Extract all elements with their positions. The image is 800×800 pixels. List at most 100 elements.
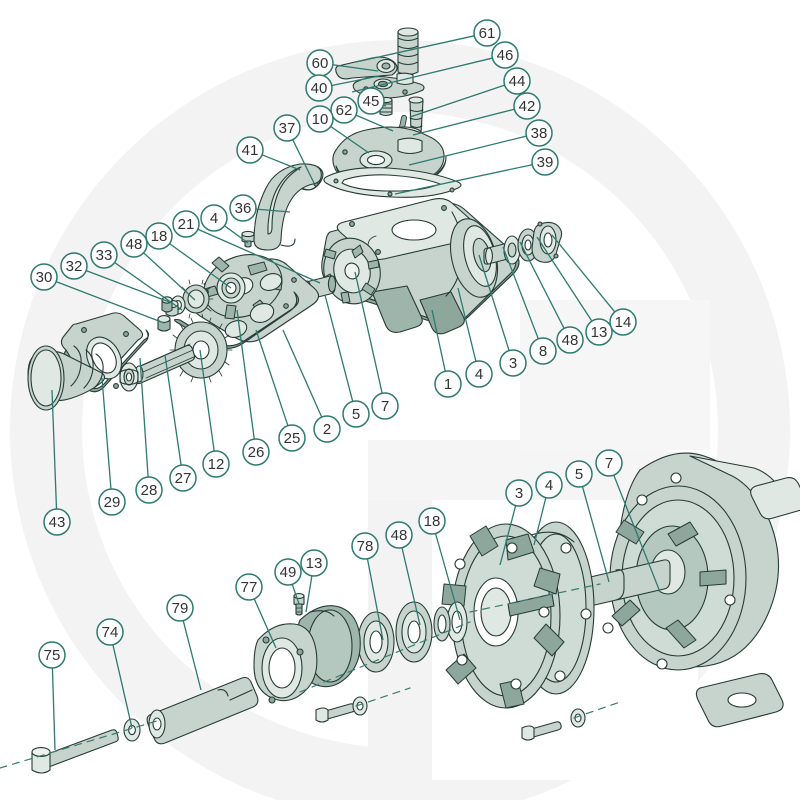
callout-circle[interactable] xyxy=(242,438,270,466)
callout-circle[interactable] xyxy=(43,508,71,536)
callout-circle[interactable] xyxy=(313,415,341,443)
callout-39[interactable]: 39 xyxy=(394,148,559,195)
callout-circle[interactable] xyxy=(503,67,531,95)
callout-circle[interactable] xyxy=(529,337,557,365)
callout-8[interactable]: 8 xyxy=(502,246,557,365)
callout-30[interactable]: 30 xyxy=(30,263,165,324)
callout-10[interactable]: 10 xyxy=(306,105,370,154)
callout-circle[interactable] xyxy=(30,263,58,291)
callout-circle[interactable] xyxy=(300,549,328,577)
callout-18[interactable]: 18 xyxy=(145,222,232,289)
callout-circle[interactable] xyxy=(595,449,623,477)
callout-42[interactable]: 42 xyxy=(412,92,541,136)
callout-circle[interactable] xyxy=(90,241,118,269)
callout-circle[interactable] xyxy=(385,521,413,549)
callout-61[interactable]: 61 xyxy=(355,19,501,63)
callout-circle[interactable] xyxy=(535,471,563,499)
callout-circle[interactable] xyxy=(609,308,637,336)
callout-46[interactable]: 46 xyxy=(351,41,519,93)
callout-circle[interactable] xyxy=(274,558,302,586)
callout-circle[interactable] xyxy=(96,618,124,646)
callout-12[interactable]: 12 xyxy=(199,349,230,478)
callout-circle[interactable] xyxy=(418,507,446,535)
callout-29[interactable]: 29 xyxy=(98,377,126,516)
callout-circle[interactable] xyxy=(169,464,197,492)
callout-43[interactable]: 43 xyxy=(43,389,71,536)
callout-1[interactable]: 1 xyxy=(431,309,462,398)
callout-7[interactable]: 7 xyxy=(595,449,661,593)
callout-circle[interactable] xyxy=(513,92,541,120)
callout-21[interactable]: 21 xyxy=(172,210,321,284)
callout-2[interactable]: 2 xyxy=(282,329,341,443)
callout-circle[interactable] xyxy=(135,476,163,504)
callout-78[interactable]: 78 xyxy=(351,532,384,641)
callout-37[interactable]: 37 xyxy=(273,114,315,184)
callout-44[interactable]: 44 xyxy=(409,67,531,118)
callout-circle[interactable] xyxy=(357,87,385,115)
callout-circle[interactable] xyxy=(531,148,559,176)
callout-4[interactable]: 4 xyxy=(533,471,563,546)
callout-18[interactable]: 18 xyxy=(418,507,461,621)
callout-circle[interactable] xyxy=(229,194,257,222)
callout-circle[interactable] xyxy=(465,360,493,388)
callout-60[interactable]: 60 xyxy=(306,49,379,77)
callout-circle[interactable] xyxy=(38,641,66,669)
callout-79[interactable]: 79 xyxy=(166,594,202,691)
callout-circle[interactable] xyxy=(330,96,358,124)
callout-3[interactable]: 3 xyxy=(499,479,533,566)
callout-25[interactable]: 25 xyxy=(255,329,306,452)
callout-circle[interactable] xyxy=(273,114,301,142)
callout-48[interactable]: 48 xyxy=(385,521,421,626)
callout-28[interactable]: 28 xyxy=(135,357,163,504)
callout-5[interactable]: 5 xyxy=(324,294,370,428)
callout-4[interactable]: 4 xyxy=(200,204,249,244)
callout-3[interactable]: 3 xyxy=(478,254,527,377)
callout-5[interactable]: 5 xyxy=(565,460,610,583)
callout-circle[interactable] xyxy=(491,41,519,69)
callout-32[interactable]: 32 xyxy=(60,252,173,304)
callout-4[interactable]: 4 xyxy=(457,287,493,388)
callout-circle[interactable] xyxy=(200,204,228,232)
callout-circle[interactable] xyxy=(351,532,379,560)
callout-circle[interactable] xyxy=(60,252,88,280)
callout-circle[interactable] xyxy=(278,424,306,452)
callout-77[interactable]: 77 xyxy=(235,573,277,649)
callout-circle[interactable] xyxy=(342,400,370,428)
callout-75[interactable]: 75 xyxy=(38,641,66,751)
callout-27[interactable]: 27 xyxy=(164,354,197,492)
callout-circle[interactable] xyxy=(236,136,264,164)
callout-circle[interactable] xyxy=(434,370,462,398)
callout-circle[interactable] xyxy=(371,392,399,420)
callout-49[interactable]: 49 xyxy=(274,558,302,605)
callout-circle[interactable] xyxy=(585,318,613,346)
callout-26[interactable]: 26 xyxy=(236,309,270,466)
callout-13[interactable]: 13 xyxy=(536,236,613,346)
callout-circle[interactable] xyxy=(306,105,334,133)
callout-circle[interactable] xyxy=(172,210,200,238)
callout-circle[interactable] xyxy=(145,222,173,250)
callout-14[interactable]: 14 xyxy=(551,234,637,336)
callout-48[interactable]: 48 xyxy=(519,241,584,354)
callout-74[interactable]: 74 xyxy=(96,618,133,729)
callout-circle[interactable] xyxy=(305,74,333,102)
callout-circle[interactable] xyxy=(473,19,501,47)
callout-circle[interactable] xyxy=(499,349,527,377)
callout-7[interactable]: 7 xyxy=(354,271,399,420)
callout-48[interactable]: 48 xyxy=(120,230,196,301)
callout-45[interactable]: 45 xyxy=(357,87,387,115)
callout-40[interactable]: 40 xyxy=(305,74,380,102)
callout-41[interactable]: 41 xyxy=(236,136,301,171)
callout-circle[interactable] xyxy=(166,594,194,622)
callout-circle[interactable] xyxy=(202,450,230,478)
callout-circle[interactable] xyxy=(525,119,553,147)
callout-62[interactable]: 62 xyxy=(330,96,394,132)
callout-circle[interactable] xyxy=(120,230,148,258)
callout-36[interactable]: 36 xyxy=(229,194,291,222)
callout-circle[interactable] xyxy=(235,573,263,601)
callout-circle[interactable] xyxy=(98,488,126,516)
callout-38[interactable]: 38 xyxy=(408,119,553,166)
callout-13[interactable]: 13 xyxy=(300,549,328,613)
callout-circle[interactable] xyxy=(505,479,533,507)
callout-circle[interactable] xyxy=(565,460,593,488)
callout-circle[interactable] xyxy=(556,326,584,354)
